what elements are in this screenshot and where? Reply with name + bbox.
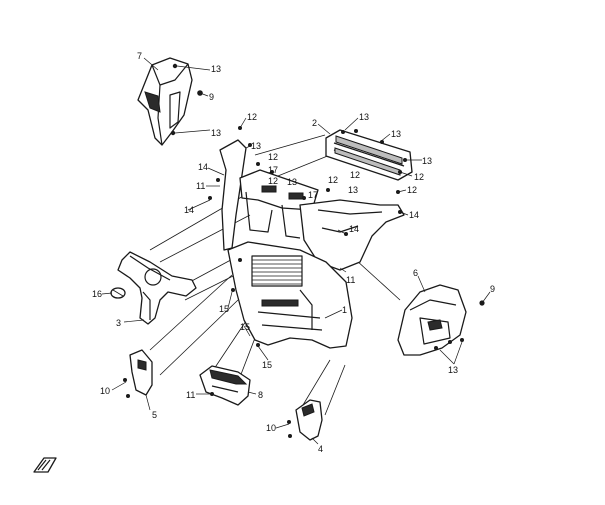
callout-15-b: 15: [240, 322, 250, 332]
callout-labels: 7 13 9 13 12 13 12 17 12 13 14 11 14 2 1…: [92, 51, 495, 454]
callout-14-b: 14: [184, 205, 194, 215]
callout-13-a: 13: [211, 64, 221, 74]
callout-9-a: 9: [209, 92, 214, 102]
callout-11-a: 11: [196, 181, 205, 191]
part-7-side-panel: [137, 57, 203, 146]
callout-12-g: 12: [350, 170, 360, 180]
callout-12-e: 12: [407, 185, 417, 195]
part-2-upper-grille: [325, 129, 413, 181]
callout-4: 4: [318, 444, 323, 454]
callout-11-b: 11: [346, 275, 355, 285]
callout-12-d: 12: [414, 172, 424, 182]
part-5-small-bracket: [123, 349, 153, 398]
part-3-front-bracket: [110, 251, 197, 325]
callout-13-c: 13: [251, 141, 261, 151]
callout-6: 6: [413, 268, 418, 278]
callout-12-b: 12: [268, 152, 278, 162]
leader-lines: [101, 57, 491, 445]
callout-12-c: 12: [268, 176, 278, 186]
callout-12-f: 12: [328, 175, 338, 185]
callout-13-d: 13: [287, 177, 297, 187]
callout-15-a: 15: [219, 304, 229, 314]
callout-17-b: 17: [308, 190, 318, 200]
callout-14-d: 14: [349, 224, 359, 234]
sim-logo-icon: [33, 457, 57, 473]
callout-13-g: 13: [422, 156, 432, 166]
part-6-side-panel: [397, 284, 485, 356]
part-4-lower-bracket: [287, 399, 323, 441]
callout-14-a: 14: [198, 162, 208, 172]
callout-14-c: 14: [409, 210, 419, 220]
callout-13-f: 13: [391, 129, 401, 139]
callout-12-a: 12: [247, 112, 257, 122]
callout-13-b: 13: [211, 128, 221, 138]
callout-17-a: 17: [268, 165, 278, 175]
callout-10-b: 10: [266, 423, 276, 433]
callout-13-h: 13: [348, 185, 358, 195]
callout-8: 8: [258, 390, 263, 400]
callout-11-c: 11: [186, 390, 195, 400]
callout-15-c: 15: [262, 360, 272, 370]
part-1-front-bumper: [208, 126, 405, 349]
callout-7: 7: [137, 51, 142, 61]
callout-3: 3: [116, 318, 121, 328]
callout-13-e: 13: [359, 112, 369, 122]
callout-1: 1: [342, 305, 347, 315]
callout-13-i: 13: [448, 365, 458, 375]
callout-9-b: 9: [490, 284, 495, 294]
callout-10-a: 10: [100, 386, 110, 396]
callout-5: 5: [152, 410, 157, 420]
callout-16: 16: [92, 289, 102, 299]
part-8-bottom-cover: [199, 365, 251, 406]
callout-2: 2: [312, 118, 317, 128]
